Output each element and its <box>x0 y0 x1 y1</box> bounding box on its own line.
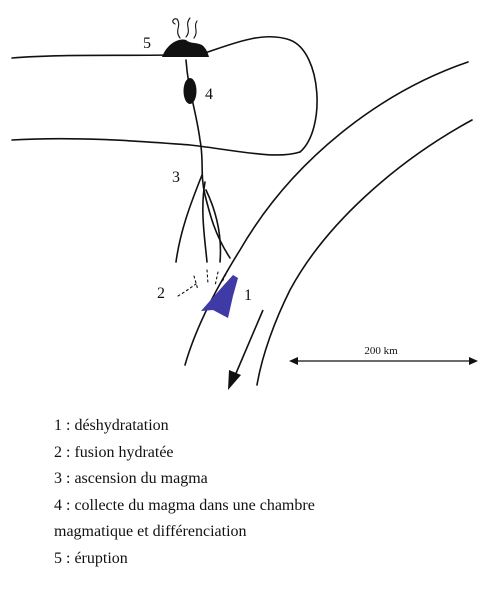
scale-bar: 200 km <box>289 345 478 365</box>
scale-bar-label: 200 km <box>364 345 398 357</box>
slab-upper-boundary <box>185 62 468 365</box>
marker-4: 4 <box>205 86 213 103</box>
volcano-edifice <box>162 40 209 57</box>
marker-5: 5 <box>143 35 151 52</box>
magma-chamber <box>184 78 197 104</box>
marker-2: 2 <box>157 285 165 302</box>
legend-item: 5 : éruption <box>54 546 315 573</box>
marker-1: 1 <box>244 287 252 304</box>
eruption-plume <box>173 18 197 38</box>
magma-conduit-left <box>176 175 202 262</box>
legend-item: 4 : collecte du magma dans une chambre <box>54 493 315 520</box>
lithosphere-base-line <box>12 139 300 155</box>
legend-item: 1 : déshydratation <box>54 413 315 440</box>
legend: 1 : déshydratation 2 : fusion hydratée 3… <box>54 413 315 572</box>
legend-item: 3 : ascension du magma <box>54 466 315 493</box>
legend-item: 2 : fusion hydratée <box>54 440 315 467</box>
subduction-diagram: 200 km 5 4 3 2 1 <box>0 0 484 400</box>
marker-3: 3 <box>172 169 180 186</box>
legend-item: magmatique et différenciation <box>54 519 315 546</box>
